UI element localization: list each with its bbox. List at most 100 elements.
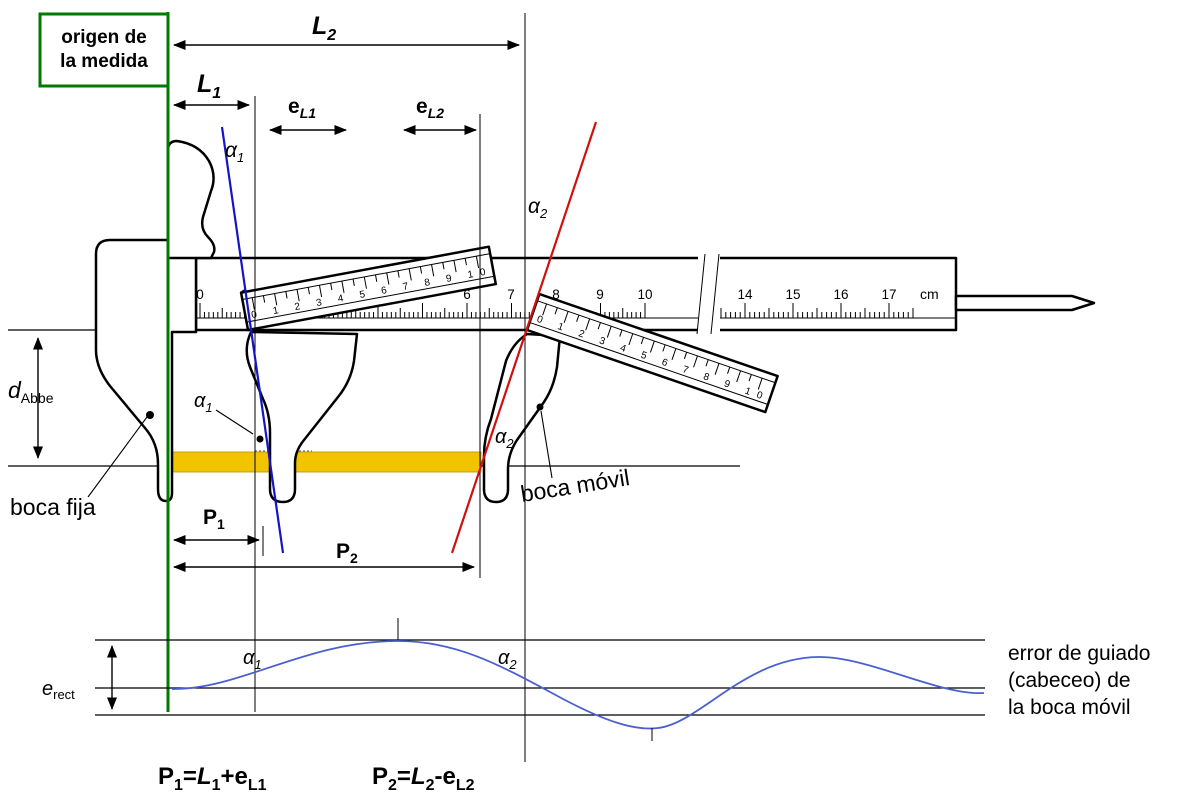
origin-box-line2: la medida — [60, 51, 148, 72]
scale-tick — [628, 333, 634, 346]
scale-tick — [352, 278, 355, 286]
scale-tick — [251, 297, 255, 310]
label-L2: L2 — [312, 12, 336, 44]
label-alpha2-chart: α2 — [498, 647, 517, 672]
depth-rod — [954, 294, 1096, 312]
scale-tick — [563, 311, 569, 323]
scale-tick — [442, 262, 445, 270]
scale-tick — [554, 307, 558, 315]
main-scale-ticks-right — [720, 303, 914, 318]
scale-tick — [597, 322, 601, 330]
scale-tick — [757, 378, 763, 390]
label-alpha1-top: α1 — [225, 139, 244, 165]
scale-number: 17 — [881, 287, 896, 302]
scale-tick — [397, 270, 400, 278]
scale-tick — [475, 256, 480, 269]
vernier-ticks — [542, 303, 763, 390]
scale-tick — [307, 287, 310, 295]
boca-fija-leader — [87, 416, 148, 498]
scale-tick — [585, 318, 591, 331]
label-boca-fija: boca fija — [10, 494, 96, 520]
scale-tick — [341, 280, 345, 293]
scale-tick — [736, 370, 742, 383]
vernier-inner-line — [536, 300, 776, 384]
label-P2: P2 — [336, 540, 358, 566]
scale-tick — [727, 366, 731, 374]
beam-break-line — [696, 253, 706, 335]
scale-tick — [274, 293, 278, 306]
moving-jaw-position1 — [245, 330, 359, 504]
scale-tick — [693, 355, 698, 368]
label-L1: L1 — [197, 70, 221, 102]
scale-tick — [683, 352, 688, 359]
scale-tick — [262, 295, 266, 303]
alpha1-leader — [215, 409, 254, 435]
vernier-inner-line — [246, 275, 495, 323]
scale-tick — [640, 337, 645, 345]
scale-number: 15 — [785, 287, 800, 302]
scale-number: 0 — [196, 287, 204, 302]
label-alpha2-mid: α2 — [495, 426, 514, 451]
label-alpha1-chart: α1 — [243, 647, 262, 672]
vernier-inner-line — [529, 321, 769, 405]
scale-number: 14 — [737, 287, 753, 302]
label-eL1: eL1 — [288, 95, 316, 121]
label-P1: P1 — [203, 506, 225, 532]
vernier-inner-line — [242, 253, 491, 301]
scale-tick — [748, 374, 752, 382]
scale-tick — [464, 258, 467, 266]
scale-tick — [431, 264, 435, 277]
guidance-error-curve — [171, 640, 985, 730]
guidance-error-note-line1: error de guiado — [1008, 642, 1150, 665]
scale-tick — [662, 344, 666, 352]
measured-piece — [170, 451, 482, 473]
formula-P1: P1=L1+eL1 — [158, 763, 267, 794]
scale-unit-label: cm — [920, 286, 939, 302]
scale-tick — [649, 340, 655, 353]
vernier-ticks — [251, 256, 480, 310]
label-boca-movil: boca móvil — [519, 464, 632, 507]
origin-box — [38, 12, 170, 88]
formula-P2: P2=L2-eL2 — [372, 763, 475, 794]
scale-tick — [453, 260, 457, 273]
scale-tick — [542, 303, 548, 316]
scale-number: 10 — [637, 287, 652, 302]
scale-number: 6 — [463, 287, 471, 302]
moving-jaw-position2 — [482, 332, 562, 504]
scale-tick — [374, 274, 378, 282]
label-eL2: eL2 — [416, 95, 444, 121]
scale-tick — [619, 329, 623, 337]
scale-number: 16 — [833, 287, 848, 302]
alpha1-tilt-line — [220, 126, 285, 554]
scale-tick — [705, 359, 709, 367]
guidance-error-note-line3: la boca móvil — [1008, 696, 1131, 719]
label-dAbbe: dAbbe — [8, 377, 54, 406]
guidance-error-note-line2: (cabeceo) de — [1008, 669, 1131, 692]
scale-tick — [714, 363, 720, 375]
scale-tick — [330, 283, 333, 291]
scale-tick — [386, 272, 390, 285]
scale-tick — [408, 268, 412, 281]
beam-break-line — [710, 253, 720, 335]
scale-tick — [576, 314, 580, 322]
scale-tick — [606, 326, 612, 338]
label-alpha1-mid: α1 — [194, 390, 213, 415]
alpha1-contact-dot — [256, 435, 264, 443]
origin-box-line1: origen de — [61, 27, 147, 48]
scale-number: 7 — [507, 287, 515, 302]
label-erect: erect — [42, 678, 75, 702]
alpha2-tilt-line — [450, 121, 598, 554]
fixed-upper-jaw — [166, 139, 216, 260]
fixed-jaw-dot — [146, 411, 154, 419]
moving-jaw-dot — [536, 403, 544, 411]
scale-tick — [363, 276, 367, 289]
scale-tick — [671, 348, 677, 360]
scale-tick — [318, 285, 323, 298]
scale-tick — [419, 266, 423, 274]
scale-tick — [296, 289, 300, 302]
scale-number: 9 — [596, 287, 604, 302]
boca-movil-leader — [540, 410, 553, 479]
scale-number: 8 — [552, 287, 560, 302]
scale-tick — [285, 291, 288, 299]
